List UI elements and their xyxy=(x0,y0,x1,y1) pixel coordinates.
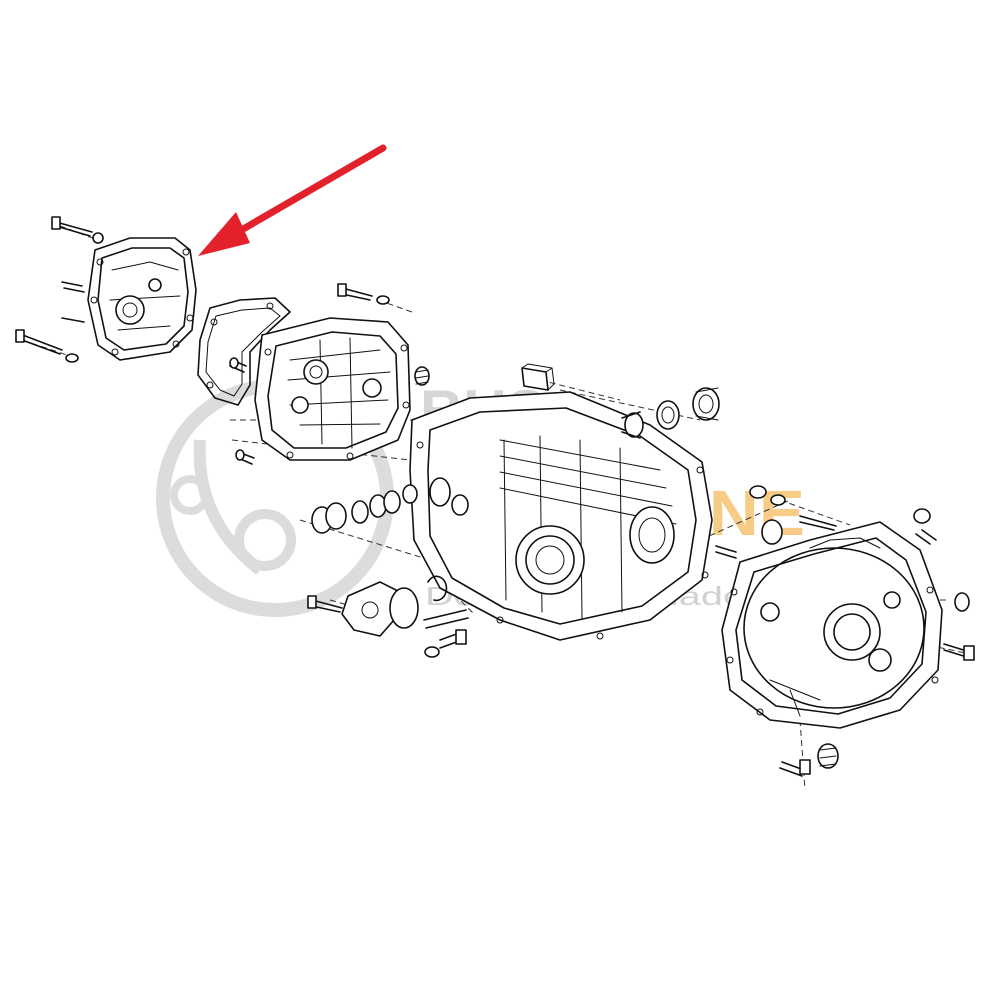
rubber-block xyxy=(521,363,555,391)
rear-gearbox-cover xyxy=(87,237,197,361)
pointer-arrow xyxy=(198,144,387,256)
intermediate-housing xyxy=(254,317,411,461)
pump-flange xyxy=(307,575,469,658)
bell-housing-fasteners xyxy=(715,485,975,777)
dowel-pins xyxy=(229,357,255,465)
main-gearbox-housing xyxy=(409,391,713,641)
selector-springs xyxy=(311,484,418,534)
rear-cover-bolts xyxy=(15,216,104,363)
housing-bolt xyxy=(337,283,430,386)
cover-gasket xyxy=(197,297,291,406)
bell-housing xyxy=(721,521,943,729)
shaft-bushings xyxy=(621,387,720,439)
